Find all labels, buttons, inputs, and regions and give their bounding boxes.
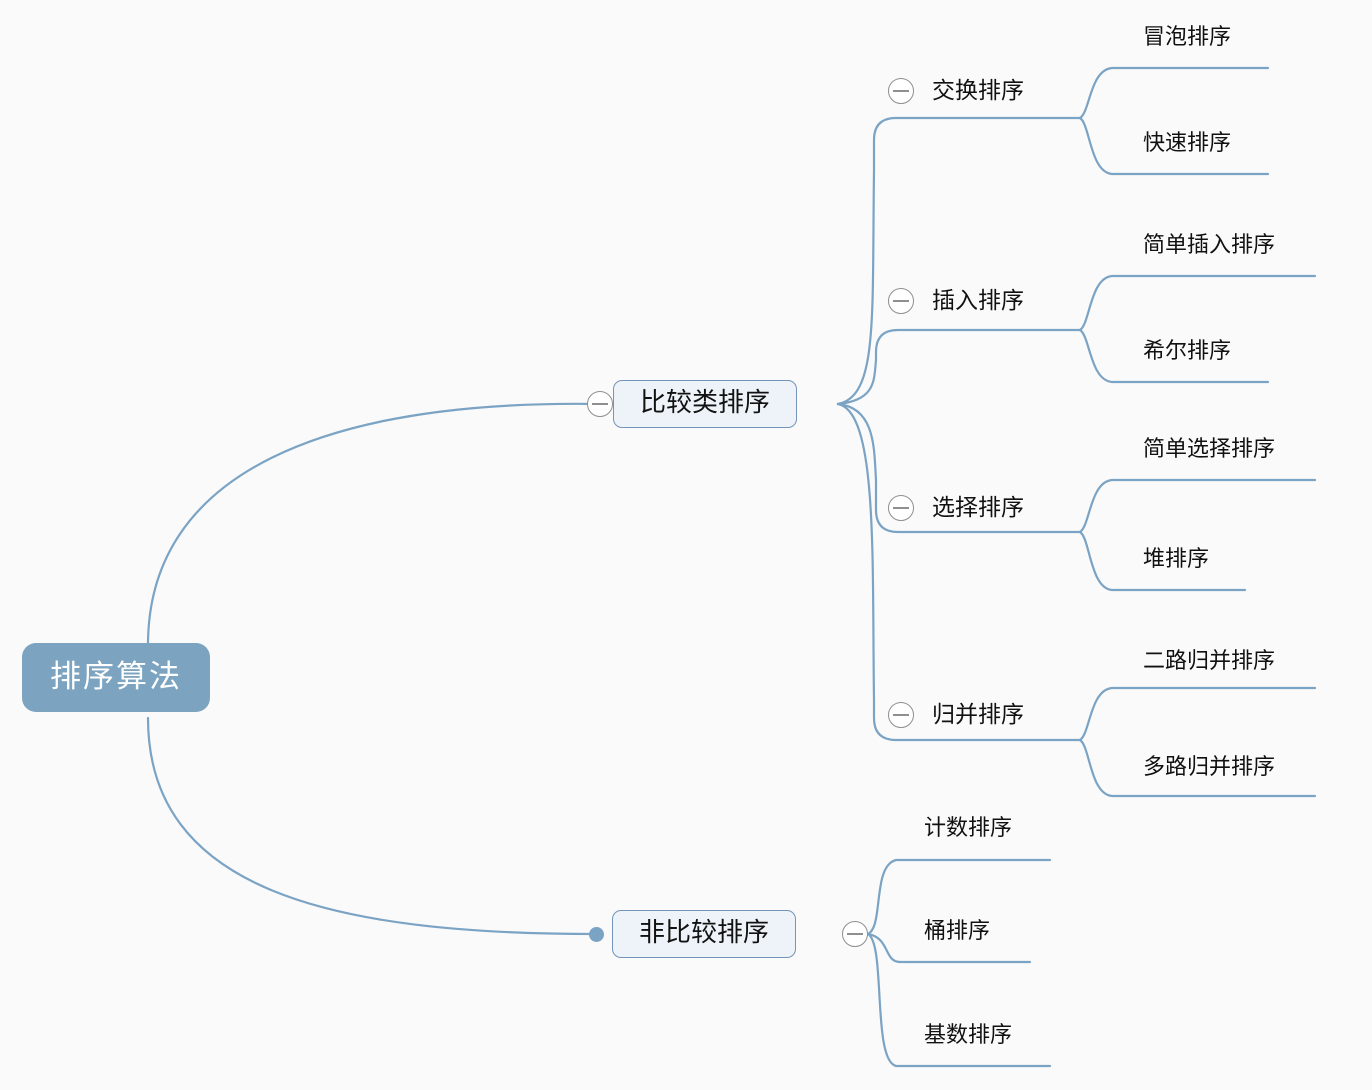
leaf-node-two-way-merge-sort[interactable]: 二路归并排序 (1143, 648, 1276, 673)
link-insert-to-simple (1078, 274, 1317, 332)
group-node-merge-sort[interactable]: 归并排序 (932, 702, 1024, 727)
root-node[interactable]: 排序算法 (22, 643, 210, 712)
link-compare-to-merge (836, 402, 1082, 742)
link-root-to-noncompare (146, 716, 598, 936)
link-compare-to-exchange (836, 116, 1082, 406)
collapse-toggle-noncompare-sort[interactable] (842, 921, 868, 947)
branch-node-compare-sort[interactable]: 比较类排序 (613, 380, 798, 428)
group-node-select-sort[interactable]: 选择排序 (932, 495, 1024, 520)
leaf-node-simple-selection-sort[interactable]: 简单选择排序 (1143, 436, 1276, 461)
collapse-toggle-compare-sort[interactable] (587, 391, 613, 417)
leaf-node-shell-sort[interactable]: 希尔排序 (1143, 338, 1232, 363)
leaf-node-counting-sort[interactable]: 计数排序 (924, 815, 1013, 840)
leaf-node-bucket-sort[interactable]: 桶排序 (924, 918, 991, 943)
link-root-to-compare (146, 402, 600, 647)
leaf-node-bubble-sort[interactable]: 冒泡排序 (1143, 24, 1232, 49)
leaf-node-quick-sort[interactable]: 快速排序 (1143, 130, 1232, 155)
leaf-node-simple-insertion-sort[interactable]: 简单插入排序 (1143, 232, 1276, 257)
collapse-toggle-insert-sort[interactable] (888, 288, 914, 314)
link-select-to-simple (1078, 478, 1317, 534)
group-node-insert-sort[interactable]: 插入排序 (932, 288, 1024, 313)
endpoint-dot-noncompare (589, 927, 604, 942)
link-merge-to-two (1078, 686, 1317, 742)
leaf-node-radix-sort[interactable]: 基数排序 (924, 1022, 1013, 1047)
branch-node-noncompare-sort[interactable]: 非比较排序 (612, 910, 797, 958)
collapse-toggle-merge-sort[interactable] (888, 702, 914, 728)
group-node-exchange-sort[interactable]: 交换排序 (932, 78, 1024, 103)
collapse-toggle-exchange-sort[interactable] (888, 78, 914, 104)
leaf-node-multi-way-merge-sort[interactable]: 多路归并排序 (1143, 754, 1276, 779)
leaf-node-heap-sort[interactable]: 堆排序 (1143, 546, 1210, 571)
collapse-toggle-select-sort[interactable] (888, 495, 914, 521)
link-exchange-to-bubble (1078, 66, 1270, 120)
link-compare-to-insert (836, 328, 1082, 406)
